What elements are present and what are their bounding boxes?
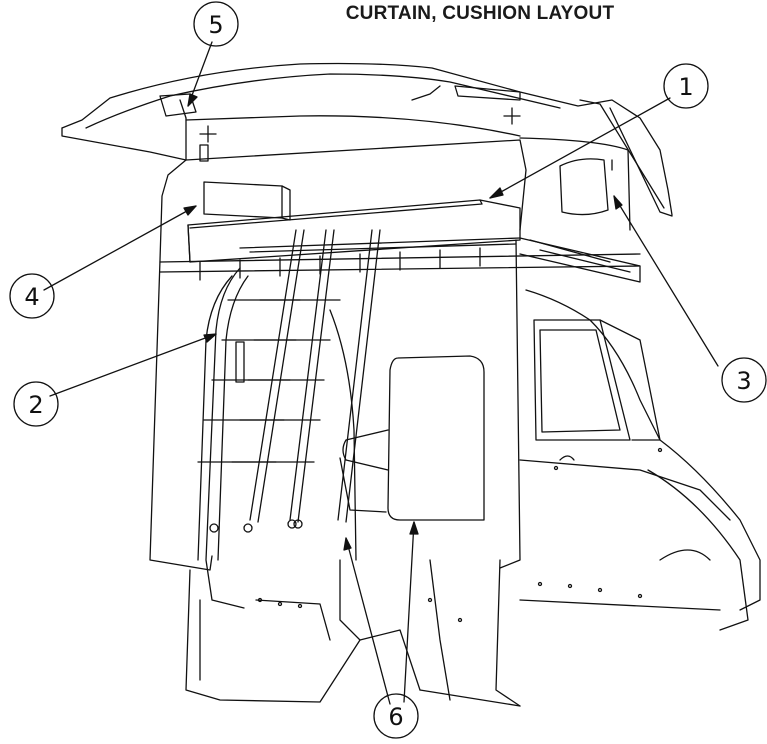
callout-5: 5 — [193, 1, 239, 47]
door-opening — [197, 267, 357, 609]
callout-1: 1 — [663, 63, 709, 109]
diagram-title: CURTAIN, CUSHION LAYOUT — [345, 3, 615, 24]
callout-6-label: 6 — [388, 703, 403, 731]
callout-leaders — [43, 41, 719, 705]
passenger-door — [419, 239, 761, 707]
callout-6: 6 — [373, 693, 419, 739]
roof-straps — [197, 229, 381, 533]
callout-1-label: 1 — [678, 73, 693, 101]
callout-4: 4 — [9, 273, 55, 319]
callout-5-label: 5 — [208, 11, 223, 39]
left-side-panel — [149, 117, 527, 571]
callout-3-label: 3 — [736, 367, 751, 395]
callout-3: 3 — [721, 357, 767, 403]
callout-2: 2 — [13, 381, 59, 427]
rear-window-panel — [519, 137, 631, 231]
callout-4-label: 4 — [24, 283, 39, 311]
callout-2-label: 2 — [28, 391, 43, 419]
lower-body — [185, 447, 663, 703]
cushion-panel — [339, 355, 485, 521]
curtain-rail-box — [159, 199, 641, 283]
roof-shell — [61, 62, 673, 217]
